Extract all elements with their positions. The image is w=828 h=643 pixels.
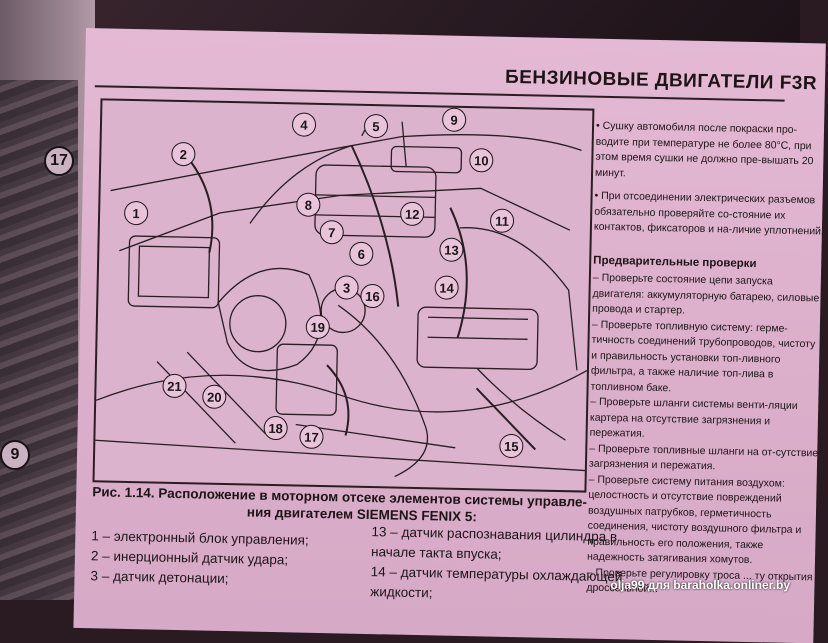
side-para-1: – Проверьте состояние цепи запуска двига… xyxy=(592,271,820,317)
engine-bay-figure: 1 2 3 4 5 6 7 8 9 10 11 12 13 14 15 16 1… xyxy=(92,98,595,493)
side-bullet-2: • При отсоединении электрических разъемо… xyxy=(593,189,825,238)
legend-item-14: 14 – датчик температуры охлаждающей xyxy=(370,564,623,585)
side-bullet-1: • Сушку автомобиля после покраски про-во… xyxy=(594,119,814,179)
legend-item-14-cont: жидкости; xyxy=(370,584,433,601)
legend-item-3: 3 – датчик детонации; xyxy=(90,568,229,587)
side-text-column: • Сушку автомобиля после покраски про-во… xyxy=(586,119,826,601)
side-para-3: – Проверьте шланги системы венти-ляции к… xyxy=(589,395,798,440)
left-page: 17 9 xyxy=(0,0,95,600)
legend-item-13-cont: начале такта впуска; xyxy=(370,544,502,562)
legend-item-1: 1 – электронный блок управления; xyxy=(91,528,309,548)
page-header: БЕНЗИНОВЫЕ ДВИГАТЕЛИ F3R xyxy=(504,66,818,95)
book-page: БЕНЗИНОВЫЕ ДВИГАТЕЛИ F3R xyxy=(73,28,826,643)
side-para-2: – Проверьте топливную систему: герме-тич… xyxy=(590,318,816,394)
left-callout-9: 9 xyxy=(0,440,30,470)
side-para-5: – Проверьте систему питания воздухом: це… xyxy=(586,473,802,567)
side-para-4: – Проверьте топливные шланги на от-сутст… xyxy=(588,442,819,473)
engine-drawing xyxy=(95,115,588,478)
legend-item-2: 2 – инерционный датчик удара; xyxy=(90,548,289,568)
left-callout-17: 17 xyxy=(44,146,74,176)
watermark: olja99 для baraholka.onliner.by xyxy=(610,578,790,592)
